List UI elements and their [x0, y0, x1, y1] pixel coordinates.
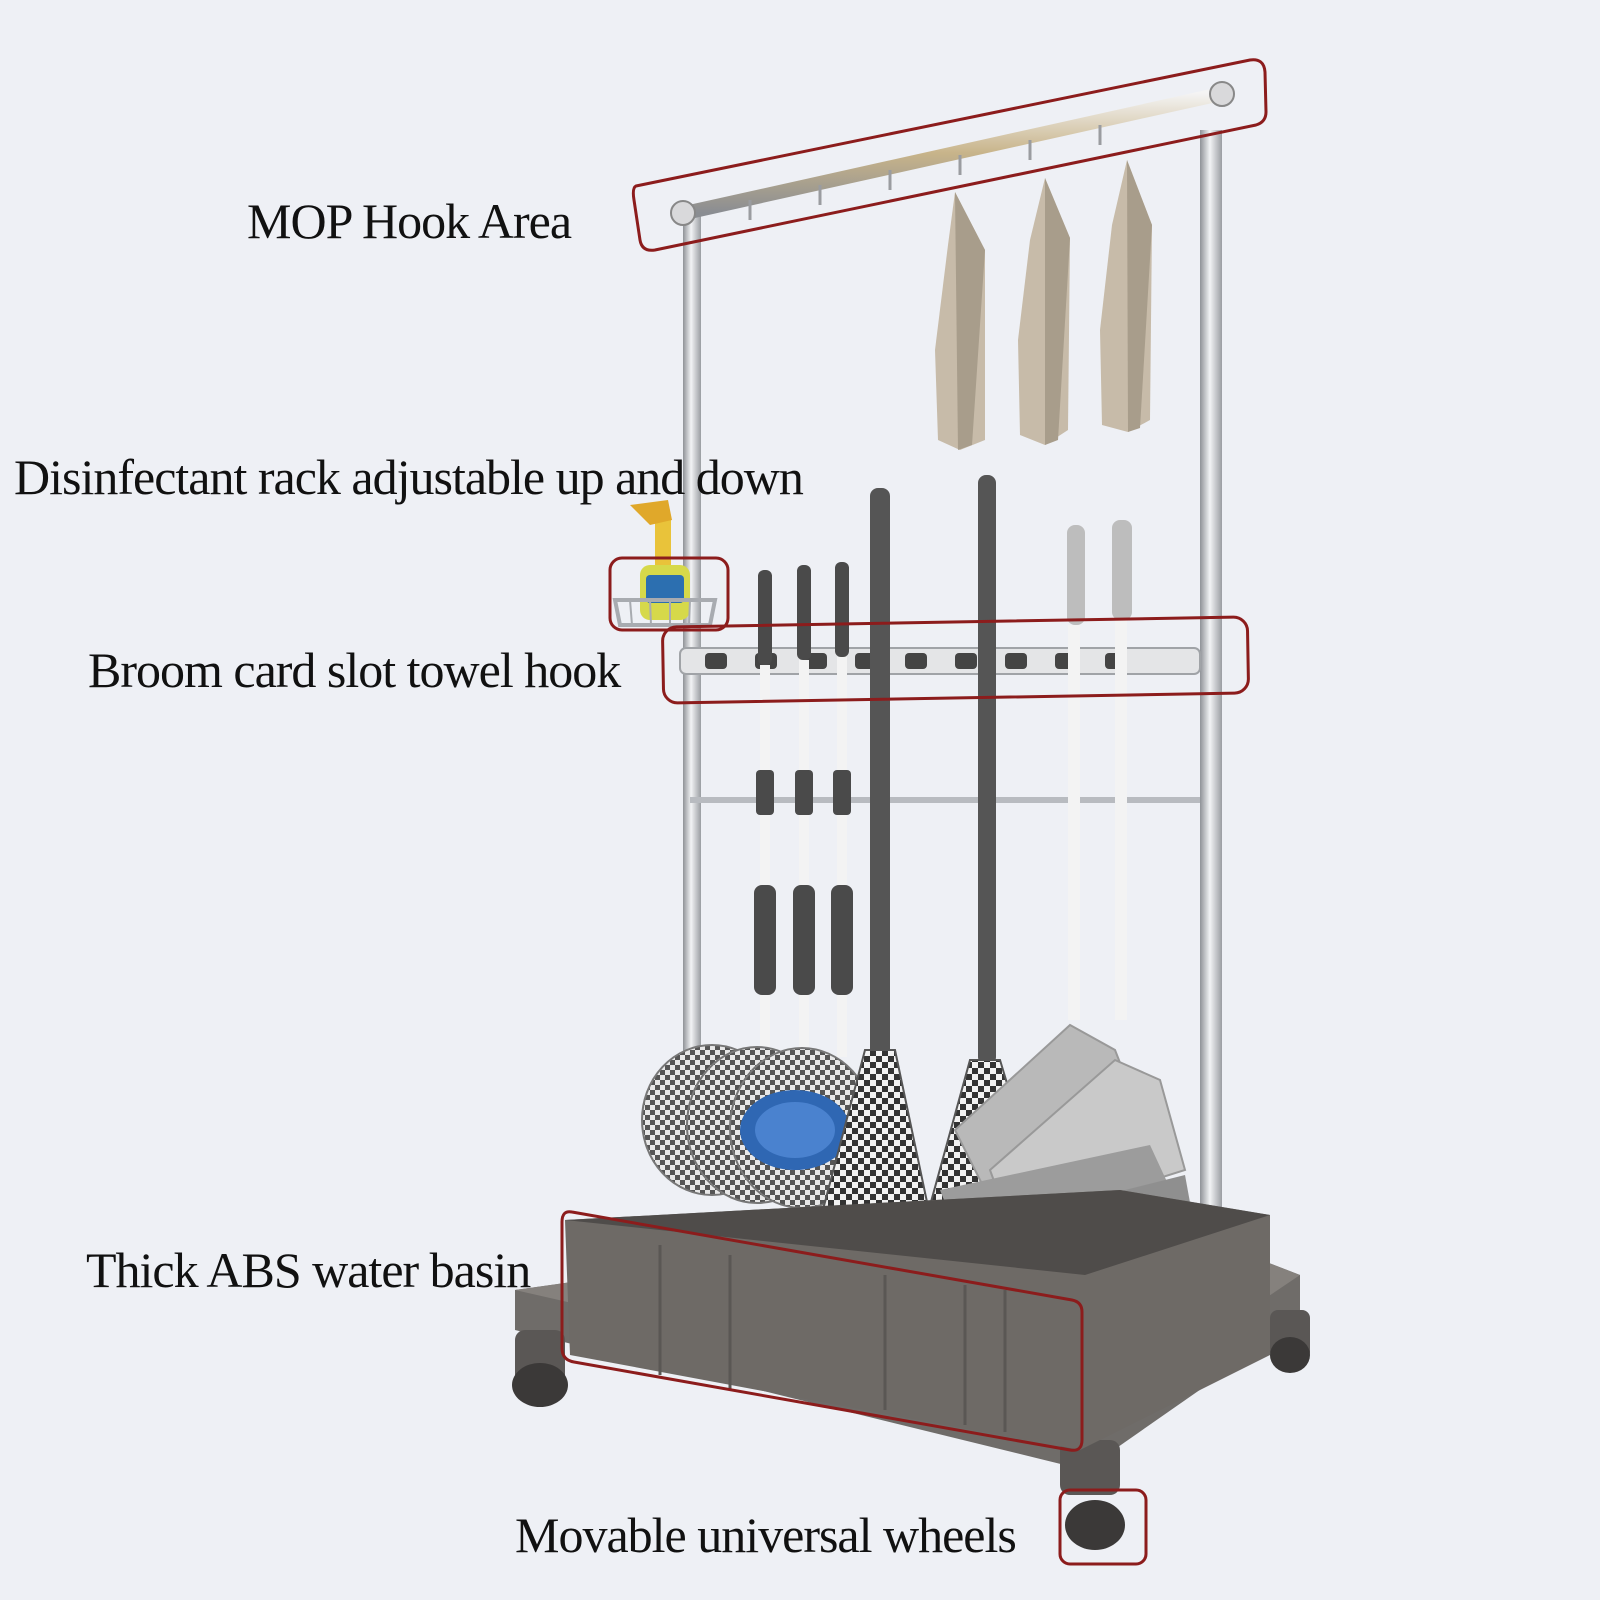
water-basin	[565, 1190, 1270, 1450]
label-wheels: Movable universal wheels	[515, 1507, 1017, 1563]
label-water-basin: Thick ABS water basin	[86, 1242, 531, 1298]
caster-wheel-front	[1060, 1440, 1125, 1550]
string-mop	[813, 488, 937, 1241]
highlight-hook-area	[631, 58, 1268, 252]
hook-rail	[670, 81, 1235, 226]
towel-2	[1018, 178, 1070, 445]
label-broom-slot: Broom card slot towel hook	[88, 642, 621, 698]
towel-3	[1100, 160, 1152, 432]
highlight-water-basin	[560, 1210, 1084, 1452]
towel-1	[935, 192, 985, 450]
label-mop-hook-area: MOP Hook Area	[247, 193, 572, 249]
highlight-broom-slot	[661, 615, 1250, 705]
left-pole	[683, 215, 701, 1075]
flat-mop-handles	[754, 562, 853, 1065]
right-pole	[1200, 130, 1222, 1360]
highlight-wheels	[1058, 1488, 1148, 1566]
label-disinfectant-rack: Disinfectant rack adjustable up and down	[14, 449, 804, 505]
caster-wheel-left	[512, 1330, 568, 1407]
caster-wheel-right	[1270, 1310, 1310, 1373]
gray-brooms	[940, 520, 1195, 1270]
